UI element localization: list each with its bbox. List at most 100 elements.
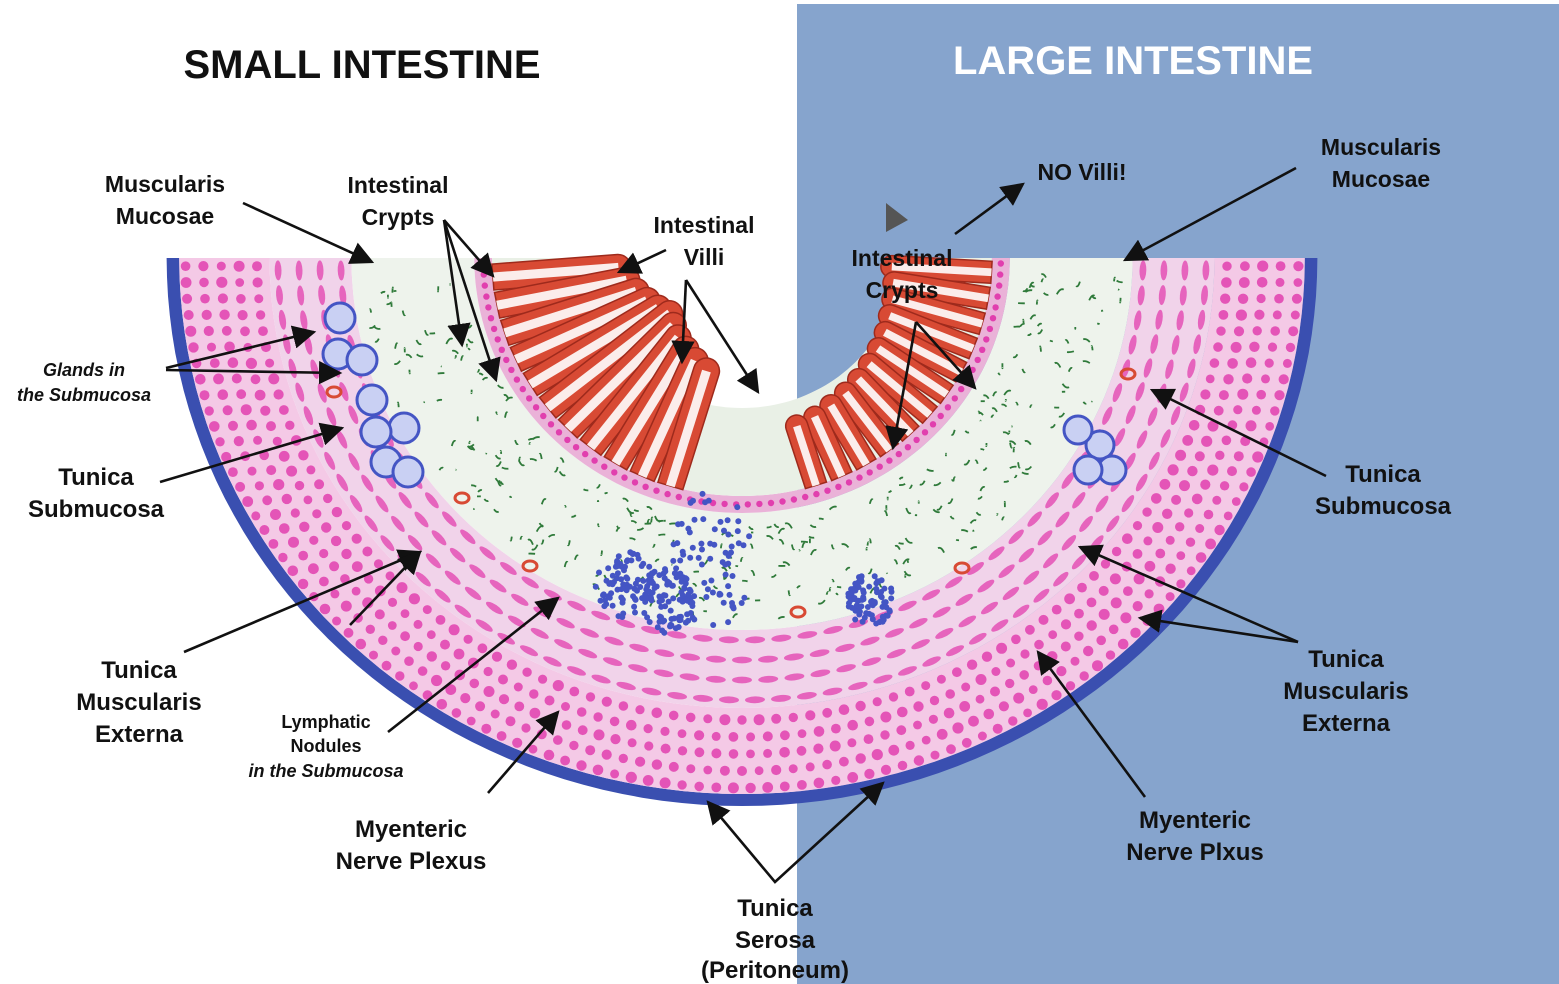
lymphocyte (848, 586, 855, 593)
muscle-nucleus (921, 735, 931, 745)
lymphocyte (677, 617, 684, 623)
connective-fiber (868, 498, 874, 505)
muscle-nucleus (771, 764, 782, 776)
connective-fiber (1050, 423, 1056, 429)
connective-fiber (415, 339, 422, 346)
connective-fiber (721, 566, 728, 572)
muscle-nucleus (936, 674, 946, 684)
muscle-nucleus (1291, 293, 1302, 304)
connective-fiber (841, 543, 850, 548)
svg-text:Tunica: Tunica (1308, 646, 1384, 673)
muscle-nucleus (864, 716, 875, 727)
muscle-nucleus (1042, 675, 1053, 686)
muscle-cell (1135, 382, 1145, 402)
lymphocyte (704, 586, 711, 593)
muscle-cell (1179, 285, 1187, 306)
lymphocyte (873, 620, 880, 627)
connective-fiber (796, 585, 801, 589)
muscle-cell (784, 673, 805, 681)
muscle-nucleus (754, 766, 764, 776)
connective-fiber (583, 488, 589, 492)
connective-fiber (567, 540, 571, 547)
muscle-nucleus (279, 523, 290, 534)
muscle-nucleus (1191, 493, 1203, 505)
muscle-nucleus (1233, 405, 1243, 415)
muscle-nucleus (1184, 508, 1194, 518)
lymphocyte (726, 591, 733, 598)
lymphocyte (684, 597, 691, 604)
muscle-cell (431, 530, 447, 546)
muscle-nucleus (966, 659, 978, 670)
connective-fiber (818, 517, 824, 521)
connective-fiber (518, 460, 525, 467)
gland-acinus (345, 343, 379, 377)
villus-lumen (666, 369, 711, 488)
lymphocyte (634, 576, 641, 583)
connective-fiber (845, 566, 851, 571)
connective-fiber (868, 538, 872, 544)
connective-fiber (1001, 403, 1008, 408)
muscle-nucleus (1165, 563, 1176, 574)
muscle-nucleus (445, 684, 457, 695)
crypt-lumen (793, 425, 820, 487)
lymphocyte (618, 586, 625, 593)
muscle-nucleus (897, 760, 908, 771)
lymphocyte (875, 578, 882, 585)
connective-fiber (810, 548, 817, 556)
connective-fiber (1002, 431, 1010, 436)
connective-fiber (1028, 281, 1035, 289)
muscle-nucleus (1060, 619, 1072, 630)
muscle-nucleus (1074, 608, 1084, 619)
connective-fiber (495, 461, 502, 467)
muscle-nucleus (1207, 420, 1219, 432)
lymphatic-nodules (592, 490, 895, 636)
muscle-cell (1133, 310, 1142, 331)
connective-fiber (528, 441, 531, 445)
muscle-nucleus (1046, 651, 1058, 662)
muscle-nucleus (221, 451, 232, 463)
muscle-nucleus (694, 781, 704, 792)
muscle-cell (295, 260, 303, 281)
muscle-nucleus (251, 511, 261, 521)
lymphocyte (662, 603, 669, 610)
muscle-cell (861, 657, 882, 666)
muscle-nucleus (362, 597, 374, 609)
muscle-cell (823, 625, 843, 635)
lymphocyte (659, 597, 665, 604)
muscle-cell (1002, 586, 1020, 601)
muscle-nucleus (505, 716, 516, 727)
muscle-nucleus (1182, 435, 1194, 446)
muscle-nucleus (1282, 358, 1292, 368)
muscle-cell (616, 681, 636, 691)
connective-fiber (739, 557, 744, 562)
lymphocyte (878, 594, 885, 601)
arrow-gland-1 (165, 325, 317, 370)
muscle-nucleus (440, 661, 451, 671)
muscle-nucleus (863, 734, 874, 744)
muscle-nucleus (363, 574, 374, 584)
muscle-nucleus (319, 576, 329, 587)
connective-fiber (883, 510, 888, 517)
muscle-nucleus (1092, 660, 1103, 672)
connective-fiber (1009, 440, 1017, 446)
muscle-nucleus (477, 643, 488, 654)
muscle-cell (530, 627, 549, 639)
muscle-nucleus (1257, 260, 1269, 272)
lymphocyte (677, 557, 684, 564)
lymphocyte (685, 591, 692, 598)
muscle-cell (745, 636, 766, 644)
muscle-nucleus (998, 701, 1010, 712)
connective-fiber (1024, 289, 1033, 293)
villus-lumen (587, 334, 682, 451)
muscle-cell (1037, 530, 1053, 546)
muscle-cell (1095, 495, 1109, 513)
label-tunica-serosa: Tunica Serosa (Peritoneum) (701, 895, 849, 984)
muscle-nucleus (266, 421, 276, 432)
svg-text:Tunica: Tunica (1345, 461, 1421, 488)
lymphocyte (678, 520, 685, 527)
muscle-nucleus (287, 565, 299, 577)
muscle-nucleus (281, 493, 292, 505)
muscle-nucleus (498, 694, 510, 705)
muscle-nucleus (896, 725, 907, 736)
muscle-nucleus (677, 780, 687, 790)
